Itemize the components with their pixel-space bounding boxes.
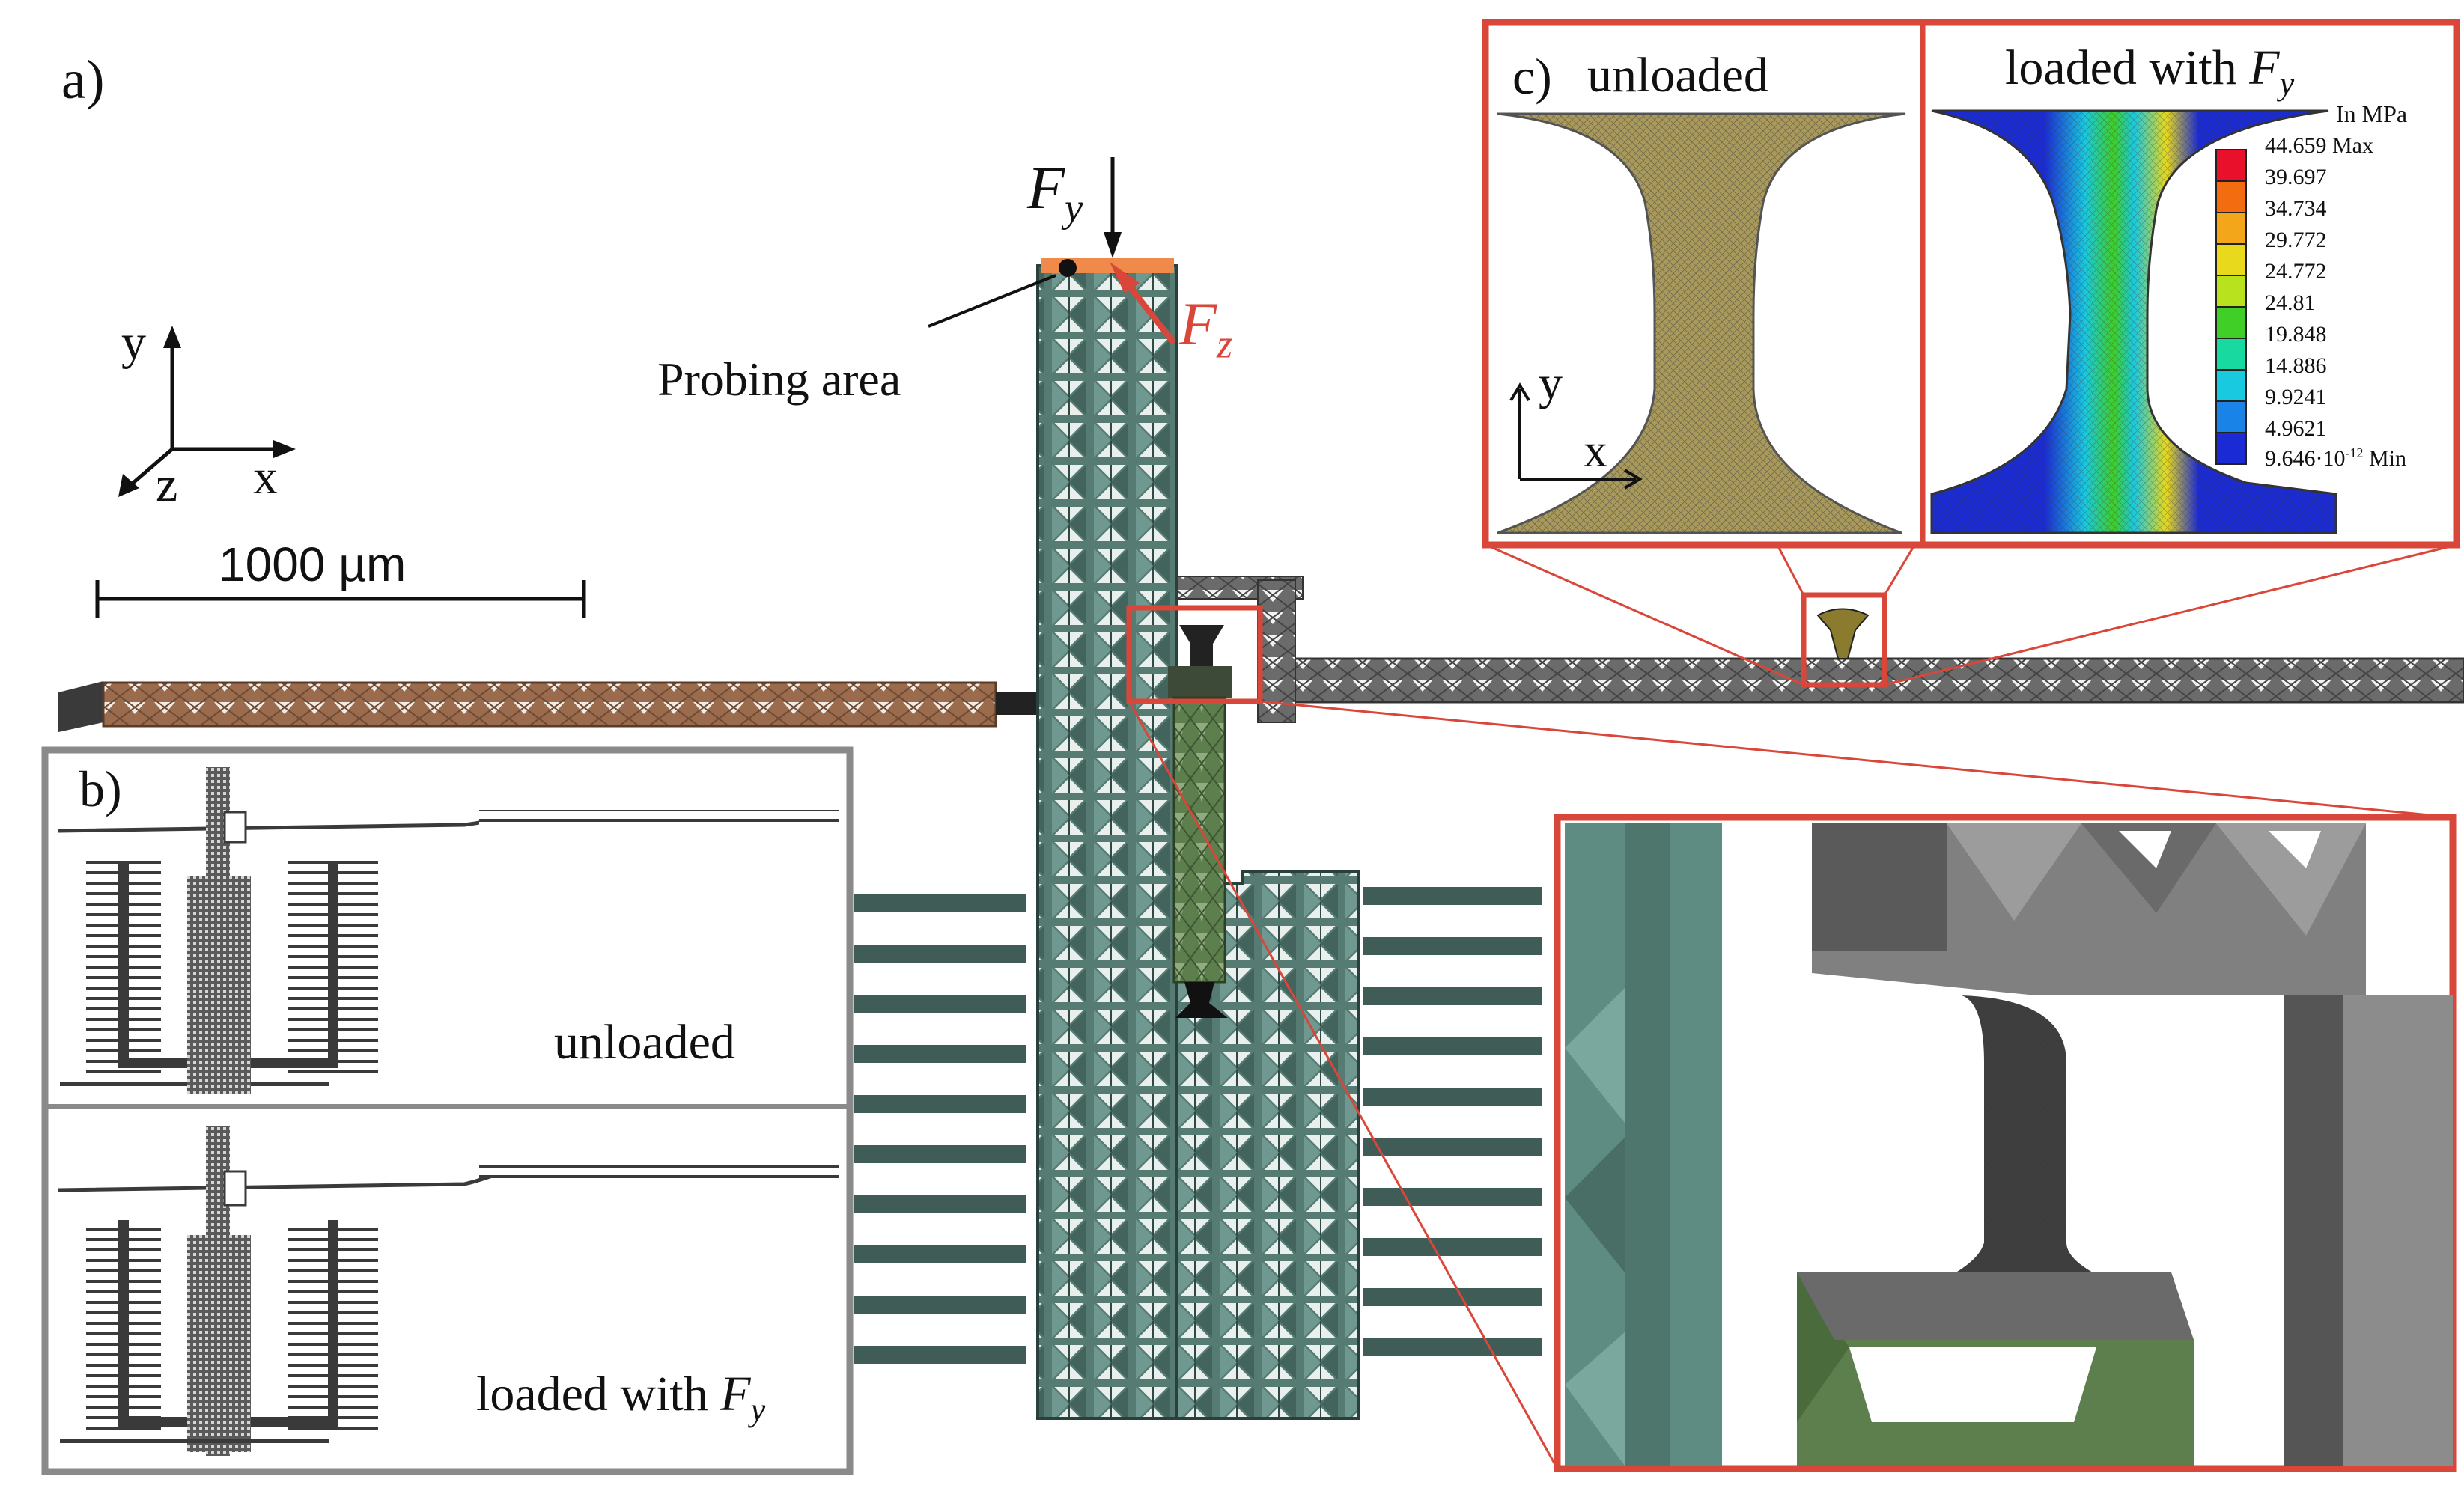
axis-y-label-a: y	[121, 315, 146, 370]
probing-area-label: Probing area	[657, 353, 901, 406]
panel-c-loaded-label: loaded with Fy	[2005, 43, 2294, 100]
panel-b-label: b)	[79, 760, 122, 817]
force-y-symbol: F	[1027, 153, 1065, 222]
legend-value-label: 9.9241	[2265, 385, 2327, 409]
legend-value-label: 44.659 Max	[2265, 133, 2373, 158]
force-y-label: Fy	[1027, 157, 1083, 228]
panel-b-unloaded-label: unloaded	[554, 1015, 735, 1070]
right-comb-fingers	[1363, 887, 1542, 1356]
brown-beam	[58, 681, 1041, 732]
panel-a-label: a)	[61, 49, 105, 111]
legend-value-label: 4.9621	[2265, 416, 2327, 441]
panel-c-label: c)	[1512, 48, 1552, 105]
panel-b-loaded-force: Fy	[720, 1367, 766, 1429]
legend-swatch	[2215, 149, 2247, 182]
coordinate-system-a	[118, 326, 296, 497]
teal-probe-column	[1036, 258, 1178, 1420]
stress-legend-swatches	[2215, 149, 2247, 465]
probing-area-leader	[928, 274, 1056, 328]
scale-bar	[95, 580, 586, 618]
legend-value-label: 34.734	[2265, 196, 2327, 221]
coordinate-system-c	[1509, 382, 1643, 490]
panel-a-structure	[58, 258, 2464, 1420]
legend-value-label: 24.81	[2265, 290, 2316, 315]
stress-unit-label: In MPa	[2336, 100, 2408, 127]
panel-b	[41, 746, 854, 1475]
force-arrows	[928, 157, 1177, 345]
force-z-arrow	[1120, 276, 1177, 345]
legend-swatch	[2215, 400, 2247, 433]
teal-lower-block	[1175, 870, 1360, 1420]
legend-value-label: 19.848	[2265, 322, 2327, 347]
c-detail-hinge	[1816, 608, 1870, 659]
legend-swatch	[2215, 306, 2247, 339]
panel-b-unloaded-schematic	[58, 767, 839, 1094]
panel-b-loaded-label: loaded with Fy	[476, 1370, 765, 1427]
panel-b-loaded-text: loaded with	[476, 1367, 708, 1421]
panel-c-loaded-text: loaded with	[2005, 40, 2237, 95]
probing-point-marker	[1059, 259, 1077, 277]
scale-bar-label: 1000 µm	[219, 537, 407, 591]
panel-c	[1482, 19, 2460, 549]
force-z-subscript: z	[1217, 321, 1233, 367]
axis-x-label-c: x	[1584, 424, 1607, 477]
green-flexure-column	[1168, 625, 1232, 1018]
legend-swatch	[2215, 212, 2247, 245]
axis-x-label-a: x	[253, 450, 278, 504]
legend-swatch	[2215, 180, 2247, 213]
force-z-label: Fz	[1179, 290, 1233, 367]
panel-c-loaded-force: Fy	[2249, 40, 2295, 103]
panel-c-unloaded-hinge	[1497, 112, 1906, 534]
legend-min-label: 9.646·10-12 Min	[2265, 445, 2407, 471]
zoom-markers	[1126, 543, 2457, 1469]
axis-z-label-a: z	[156, 457, 178, 512]
force-z-symbol: F	[1179, 290, 1217, 358]
panel-c-unloaded-label: unloaded	[1587, 48, 1768, 103]
legend-swatch	[2215, 275, 2247, 308]
legend-swatch	[2215, 432, 2247, 465]
legend-swatch	[2215, 338, 2247, 371]
gray-beam	[1175, 576, 2464, 723]
panel-b-loaded-schematic	[58, 1126, 839, 1456]
legend-swatch	[2215, 369, 2247, 402]
force-y-subscript: y	[1065, 185, 1083, 231]
legend-value-label: 14.886	[2265, 353, 2327, 378]
zoom-inset	[1554, 814, 2457, 1472]
panel-c-loaded-hinge	[1930, 109, 2337, 534]
left-comb-fingers	[854, 894, 1026, 1364]
legend-value-label: 39.697	[2265, 165, 2327, 189]
legend-swatch	[2215, 243, 2247, 276]
axis-y-label-c: y	[1539, 356, 1563, 409]
legend-value-label: 24.772	[2265, 259, 2327, 284]
legend-value-label: 29.772	[2265, 228, 2327, 252]
